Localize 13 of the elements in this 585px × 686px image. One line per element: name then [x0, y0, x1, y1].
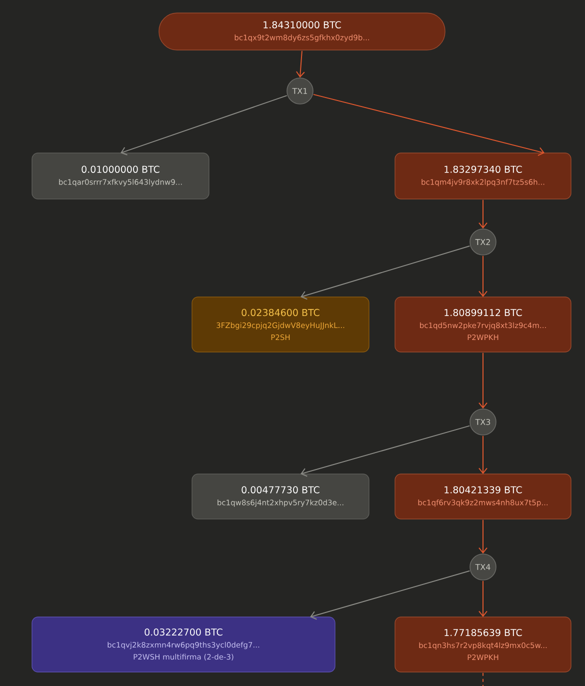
arrow: [478, 352, 488, 409]
arrow: [120, 95, 288, 156]
connector-stub: [482, 672, 484, 686]
arrow: [300, 425, 470, 477]
arrow: [478, 580, 488, 617]
arrow: [296, 50, 305, 78]
arrow: [312, 94, 545, 156]
arrow: [310, 570, 470, 620]
arrow: [478, 199, 488, 229]
arrow: [478, 435, 488, 474]
arrow: [478, 519, 488, 554]
arrow: [478, 255, 488, 298]
arrow: [300, 246, 470, 300]
